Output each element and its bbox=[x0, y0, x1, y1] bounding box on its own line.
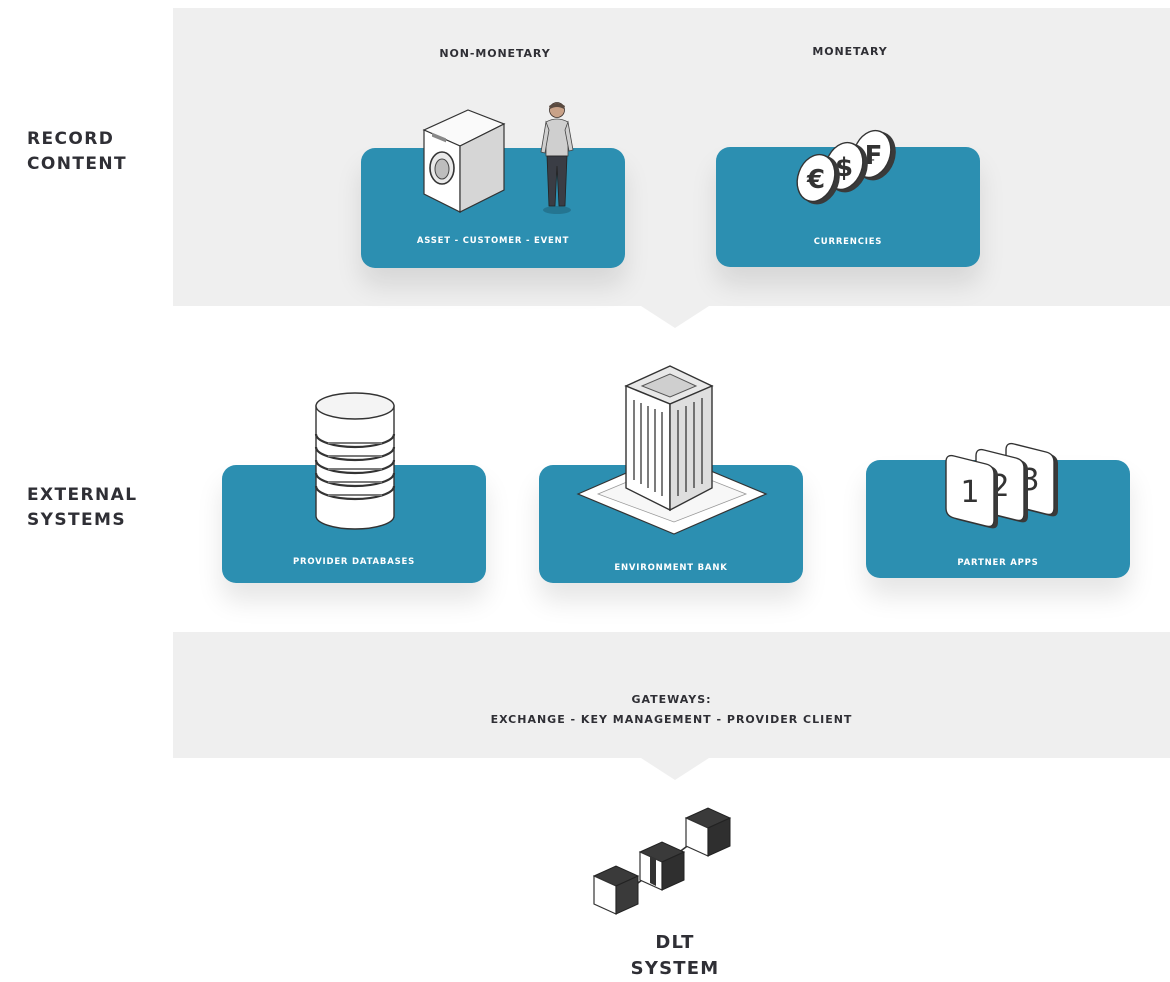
app-tile-1-number: 1 bbox=[960, 475, 979, 510]
gateways-items: EXCHANGE - KEY MANAGEMENT - PROVIDER CLI… bbox=[490, 713, 853, 726]
partner-apps-label: PARTNER APPS bbox=[957, 558, 1039, 568]
blockchain-icon bbox=[592, 807, 732, 915]
asset-customer-event-label: ASSET - CUSTOMER - EVENT bbox=[416, 236, 570, 246]
app-tiles-icon: 3 2 1 bbox=[945, 442, 1058, 529]
external-systems-line-1: EXTERNAL bbox=[27, 485, 138, 505]
coins-icon: ₣ $ € bbox=[796, 129, 896, 205]
app-tile-1: 1 bbox=[945, 454, 998, 529]
record-content-line-2: CONTENT bbox=[27, 154, 127, 174]
dlt-line-2: SYSTEM bbox=[630, 958, 720, 979]
block-3 bbox=[684, 807, 732, 857]
gateways-band bbox=[173, 632, 1170, 758]
coin-euro: € bbox=[796, 153, 840, 205]
coin-euro-symbol: € bbox=[806, 165, 825, 195]
block-2 bbox=[638, 841, 686, 891]
washing-machine-icon bbox=[422, 109, 506, 213]
database-icon bbox=[314, 392, 396, 530]
external-systems-line-2: SYSTEMS bbox=[27, 510, 126, 530]
record-content-label: RECORD CONTENT bbox=[27, 127, 127, 177]
bank-tower-icon bbox=[576, 365, 768, 535]
environment-bank-label: ENVIRONMENT BANK bbox=[614, 563, 728, 573]
record-content-line-1: RECORD bbox=[27, 129, 115, 149]
monetary-label: MONETARY bbox=[812, 45, 888, 58]
provider-databases-label: PROVIDER DATABASES bbox=[292, 557, 416, 567]
dlt-system-label: DLT SYSTEM bbox=[575, 930, 775, 982]
dlt-line-1: DLT bbox=[655, 932, 695, 953]
band-arrow-down bbox=[641, 306, 709, 328]
record-content-band bbox=[173, 8, 1170, 306]
gateways-arrow-down bbox=[641, 758, 709, 780]
non-monetary-label: NON-MONETARY bbox=[439, 47, 551, 60]
block-1 bbox=[592, 865, 640, 915]
person-icon bbox=[540, 102, 574, 214]
currencies-label: CURRENCIES bbox=[813, 237, 883, 247]
external-systems-label: EXTERNAL SYSTEMS bbox=[27, 483, 137, 533]
gateways-title: GATEWAYS: bbox=[631, 693, 712, 706]
